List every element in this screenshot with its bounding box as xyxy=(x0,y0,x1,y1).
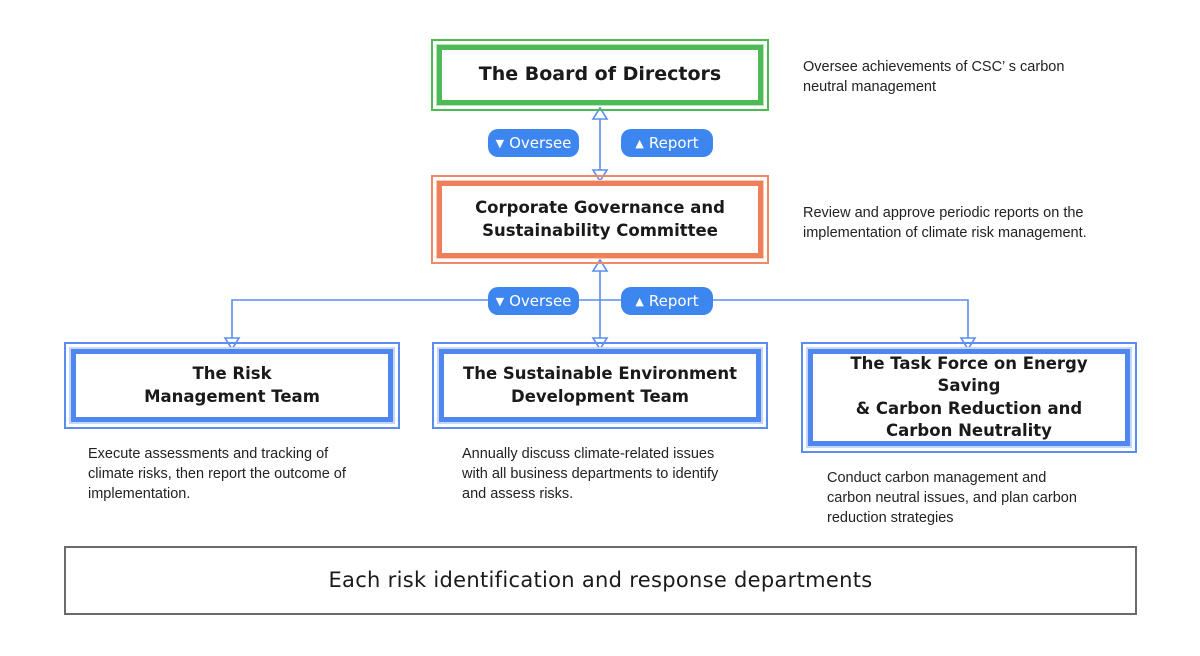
risk-team-description: Execute assessments and tracking of clim… xyxy=(88,444,393,504)
report-badge-top: ▲ Report xyxy=(621,129,713,157)
sedt-label-line1: The Sustainable Environment xyxy=(462,364,737,384)
task-force-box: The Task Force on Energy Saving & Carbon… xyxy=(801,342,1137,453)
tf-description-line3: reduction strategies xyxy=(827,510,954,526)
tf-description-line2: carbon neutral issues, and plan carbon xyxy=(827,490,1077,506)
risk-description-line2: climate risks, then report the outcome o… xyxy=(88,466,346,482)
sedt-description: Annually discuss climate-related issues … xyxy=(462,444,762,504)
risk-description-line3: implementation. xyxy=(88,486,191,502)
board-description-line2: neutral management xyxy=(803,79,936,95)
sedt-description-line3: and assess risks. xyxy=(462,486,574,502)
governance-committee-label-line1: Corporate Governance and xyxy=(475,198,725,218)
risk-team-label-line2: Management Team xyxy=(144,386,320,406)
oversee-badge-label: Oversee xyxy=(509,134,572,152)
triangle-down-icon: ▼ xyxy=(495,136,505,150)
arrow-up-board xyxy=(591,106,609,120)
departments-box: Each risk identification and response de… xyxy=(64,546,1137,615)
governance-committee-label-line2: Sustainability Committee xyxy=(482,220,718,240)
departments-label: Each risk identification and response de… xyxy=(328,568,873,593)
risk-management-team-box: The Risk Management Team xyxy=(64,342,400,429)
risk-description-line1: Execute assessments and tracking of xyxy=(88,446,329,462)
report-badge-bottom: ▲ Report xyxy=(621,287,713,315)
connector-branch-teams xyxy=(231,299,969,340)
committee-description-line2: implementation of climate risk managemen… xyxy=(803,225,1087,241)
triangle-up-icon: ▲ xyxy=(635,136,644,150)
tf-description-line1: Conduct carbon management and xyxy=(827,470,1047,486)
triangle-up-icon: ▲ xyxy=(635,294,644,308)
board-description-line1: Oversee achievements of CSC’ s carbon xyxy=(803,59,1065,75)
triangle-down-icon: ▼ xyxy=(495,294,505,308)
arrow-up-committee xyxy=(591,258,609,272)
report-badge-label: Report xyxy=(648,292,699,310)
oversee-badge-bottom: ▼ Oversee xyxy=(488,287,579,315)
task-force-label-line1: The Task Force on Energy Saving xyxy=(850,353,1088,396)
task-force-description: Conduct carbon management and carbon neu… xyxy=(827,468,1127,528)
oversee-badge-top: ▼ Oversee xyxy=(488,129,579,157)
committee-description-line1: Review and approve periodic reports on t… xyxy=(803,205,1084,221)
report-badge-label: Report xyxy=(648,134,699,152)
task-force-label-line3: Carbon Neutrality xyxy=(886,420,1052,440)
board-description: Oversee achievements of CSC’ s carbon ne… xyxy=(803,57,1133,97)
sedt-label-line2: Development Team xyxy=(511,386,689,406)
board-of-directors-label: The Board of Directors xyxy=(478,63,722,86)
committee-description: Review and approve periodic reports on t… xyxy=(803,203,1143,243)
sedt-description-line1: Annually discuss climate-related issues xyxy=(462,446,715,462)
sustainable-environment-team-box: The Sustainable Environment Development … xyxy=(432,342,768,429)
risk-team-label-line1: The Risk xyxy=(192,364,272,384)
board-of-directors-box: The Board of Directors xyxy=(431,39,769,111)
governance-committee-box: Corporate Governance and Sustainability … xyxy=(431,175,769,264)
task-force-label-line2: & Carbon Reduction and xyxy=(855,398,1083,418)
sedt-description-line2: with all business departments to identif… xyxy=(462,466,719,482)
oversee-badge-label: Oversee xyxy=(509,292,572,310)
